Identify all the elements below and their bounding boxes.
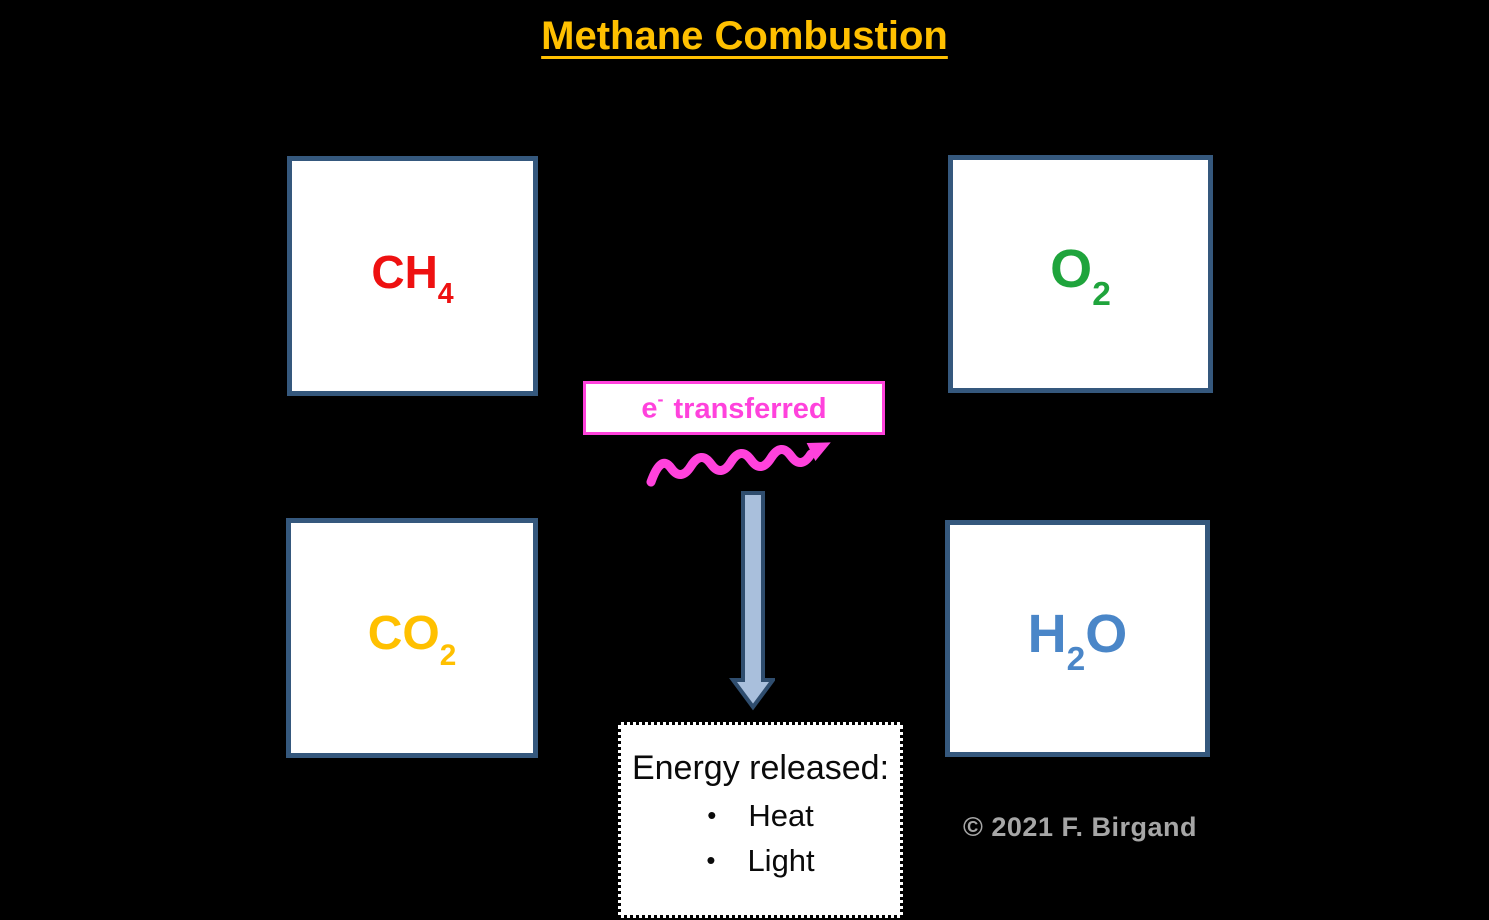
energy-item-heat: • Heat: [621, 798, 900, 834]
electron-charge-superscript: -: [657, 389, 664, 410]
ch4-subscript: 4: [437, 277, 454, 310]
electron-transfer-box: e-transferred: [583, 381, 885, 435]
product-box-co2: CO2: [286, 518, 538, 758]
o2-label: O2: [1050, 239, 1111, 311]
ch4-main: CH: [371, 245, 438, 298]
h2o-subscript: 2: [1066, 640, 1086, 678]
energy-released-box: Energy released: • Heat • Light: [618, 722, 903, 918]
reactant-box-ch4: CH4: [287, 156, 538, 396]
o2-main: O: [1050, 239, 1093, 300]
h2o-label: H2O: [1027, 603, 1128, 676]
copyright-text: © 2021 F. Birgand: [963, 812, 1197, 842]
ch4-label: CH4: [371, 245, 453, 309]
down-arrow-icon: [729, 491, 775, 711]
squiggle-energy-arrow-icon: [646, 442, 831, 487]
electron-symbol: e: [641, 392, 658, 425]
bullet-icon: •: [707, 800, 717, 831]
transferred-text: transferred: [673, 392, 827, 425]
electron-transfer-label: e-transferred: [641, 389, 827, 425]
o2-subscript: 2: [1092, 276, 1111, 314]
energy-item-light: • Light: [621, 844, 900, 878]
h2o-tail: O: [1085, 603, 1128, 664]
energy-released-heading: Energy released:: [631, 749, 890, 787]
bullet-icon: •: [706, 845, 716, 876]
h2o-main: H: [1027, 603, 1067, 664]
co2-label: CO2: [367, 607, 457, 671]
co2-main: CO: [367, 607, 440, 661]
energy-item-light-label: Light: [747, 843, 815, 879]
page-title: Methane Combustion: [541, 14, 948, 58]
product-box-h2o: H2O: [945, 520, 1210, 757]
co2-subscript: 2: [439, 639, 457, 673]
reactant-box-o2: O2: [948, 155, 1213, 393]
energy-item-heat-label: Heat: [748, 798, 814, 834]
